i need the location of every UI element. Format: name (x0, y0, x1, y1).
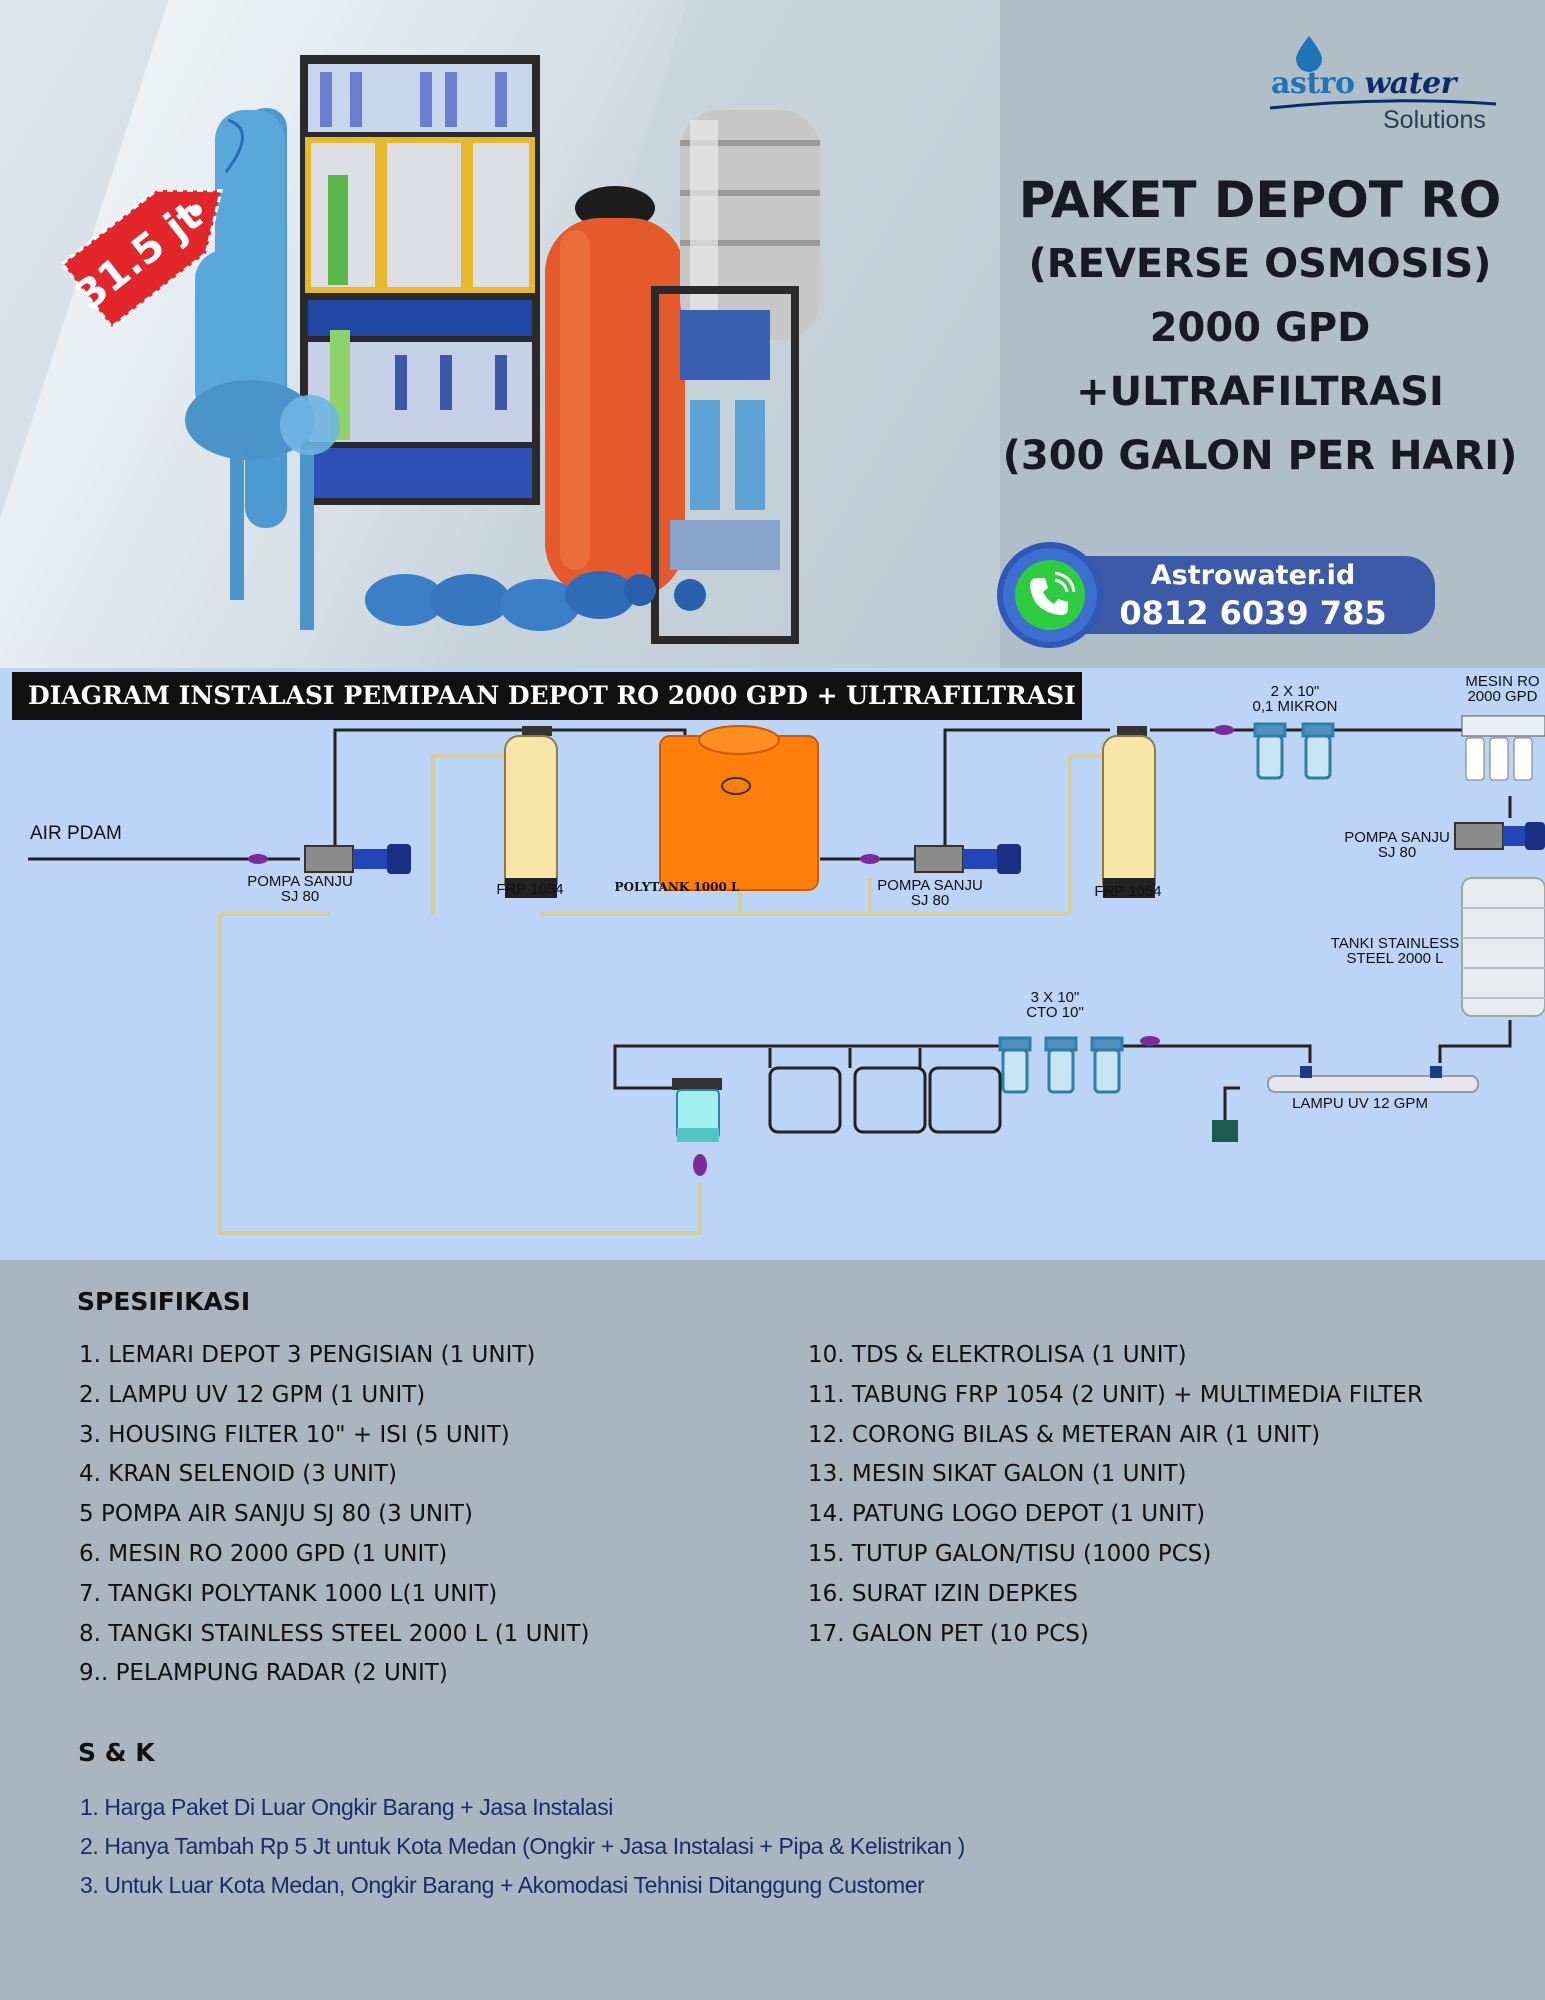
spec-item: 8. TANGKI STAINLESS STEEL 2000 L (1 UNIT… (79, 1620, 590, 1647)
hero-banner: 31.5 jt astro water Solutions PAKET DEPO… (0, 0, 1545, 668)
polytank-icon (659, 725, 819, 891)
pump-3-icon (1454, 822, 1545, 850)
headline-line-2: (REVERSE OSMOSIS) (1028, 241, 1492, 287)
logo-swoosh-icon (1269, 99, 1497, 110)
headline-line-4: +ULTRAFILTRASI (1076, 369, 1444, 415)
spec-item: 14. PATUNG LOGO DEPOT (1 UNIT) (808, 1501, 1206, 1528)
astro-water-logo: astro water Solutions (1268, 30, 1498, 140)
headline-line-1: PAKET DEPOT RO (1018, 171, 1502, 229)
contact-pill (1063, 556, 1435, 634)
headline-line-5: (300 GALON PER HARI) (1002, 433, 1518, 479)
spec-item: 12. CORONG BILAS & METERAN AIR (1 UNIT) (808, 1421, 1321, 1448)
terms-item: 2. Hanya Tambah Rp 5 Jt untuk Kota Medan… (80, 1833, 965, 1859)
spec-list-left: 1. LEMARI DEPOT 3 PENGISIAN (1 UNIT) 2. … (79, 1336, 589, 1694)
cto-filters-icon (998, 1036, 1124, 1094)
label-polytank: POLYTANK 1000 L (614, 880, 740, 894)
ro-machine-image (651, 286, 799, 644)
product-illustration (185, 55, 820, 644)
pump-2-icon (914, 844, 1021, 874)
label-cto-filter: 3 X 10"CTO 10" (1026, 989, 1084, 1021)
piping-diagram (28, 715, 1545, 1235)
headline: PAKET DEPOT RO (REVERSE OSMOSIS) 2000 GP… (1000, 168, 1520, 488)
water-drop-icon (1296, 36, 1322, 72)
stainless-tank-icon (1461, 877, 1545, 1017)
valves (248, 725, 1234, 1176)
terms-list: 1. Harga Paket Di Luar Ongkir Barang + J… (80, 1788, 965, 1905)
website-text[interactable]: Astrowater.id (1150, 560, 1356, 591)
spec-item: 13. MESIN SIKAT GALON (1 UNIT) (808, 1461, 1187, 1488)
stainless-tank-image (680, 110, 820, 340)
spec-title: SPESIFIKASI (77, 1287, 251, 1316)
phone-icon (1030, 571, 1076, 615)
label-frp-2: FRP 1054 (1094, 883, 1162, 900)
price-tag: 31.5 jt (60, 118, 244, 330)
contact-badge[interactable]: Astrowater.id 0812 6039 785 (1003, 548, 1435, 642)
spec-item: 3. HOUSING FILTER 10" + ISI (5 UNIT) (79, 1421, 510, 1448)
spec-item: 1. LEMARI DEPOT 3 PENGISIAN (1 UNIT) (79, 1342, 536, 1368)
pumps-image (365, 571, 706, 631)
headline-line-3: 2000 GPD (1149, 305, 1371, 351)
washer-tank-image (185, 108, 340, 630)
spec-item: 15. TUTUP GALON/TISU (1000 PCS) (808, 1540, 1212, 1567)
spec-item: 5 POMPA AIR SANJU SJ 80 (3 UNIT) (79, 1501, 473, 1528)
terms-title: S & K (78, 1738, 155, 1767)
frp-tank-1-icon (504, 726, 558, 898)
frp-tank-2-icon (1102, 726, 1156, 898)
gallon-fillers-icon (768, 1066, 1002, 1134)
terms-item: 1. Harga Paket Di Luar Ongkir Barang + J… (80, 1794, 614, 1820)
logo-tagline: Solutions (1383, 106, 1486, 134)
spec-item: 7. TANGKI POLYTANK 1000 L(1 UNIT) (79, 1580, 498, 1607)
label-air-pdam: AIR PDAM (30, 823, 122, 844)
return-pipes (218, 754, 1110, 1235)
ro-machine-icon (1461, 715, 1545, 781)
terms-item: 3. Untuk Luar Kota Medan, Ongkir Barang … (80, 1872, 925, 1898)
polytank-image (545, 186, 685, 598)
phone-badge (1003, 548, 1097, 642)
spec-item: 6. MESIN RO 2000 GPD (1 UNIT) (79, 1540, 448, 1567)
spec-item: 2. LAMPU UV 12 GPM (1 UNIT) (79, 1381, 426, 1408)
spec-item: 10. TDS & ELEKTROLISA (1 UNIT) (808, 1342, 1187, 1368)
spec-item: 4. KRAN SELENOID (3 UNIT) (79, 1461, 397, 1488)
label-frp-1: FRP 1054 (496, 881, 564, 898)
uv-lamp-icon (1212, 1066, 1479, 1142)
spec-list-right: 10. TDS & ELEKTROLISA (1 UNIT) 11. TABUN… (808, 1336, 1423, 1654)
ultrafiltration-housing-icon (672, 1078, 722, 1142)
label-micron-filter: 2 X 10"0,1 MIKRON (1252, 683, 1338, 715)
micron-filters-icon (1253, 722, 1335, 780)
spec-item: 9.. PELAMPUNG RADAR (2 UNIT) (79, 1660, 448, 1687)
pump-1-icon (304, 844, 411, 874)
depot-cabinet-image (300, 55, 540, 505)
spec-item: 17. GALON PET (10 PCS) (808, 1620, 1089, 1647)
label-uv-lamp: LAMPU UV 12 GPM (1292, 1095, 1428, 1112)
spec-item: 11. TABUNG FRP 1054 (2 UNIT) + MULTIMEDI… (808, 1381, 1424, 1408)
phone-number[interactable]: 0812 6039 785 (1119, 594, 1387, 632)
diagram-title: DIAGRAM INSTALASI PEMIPAAN DEPOT RO 2000… (12, 672, 1082, 720)
spec-item: 16. SURAT IZIN DEPKES (808, 1580, 1078, 1607)
logo-wordmark: astro water (1271, 66, 1456, 101)
